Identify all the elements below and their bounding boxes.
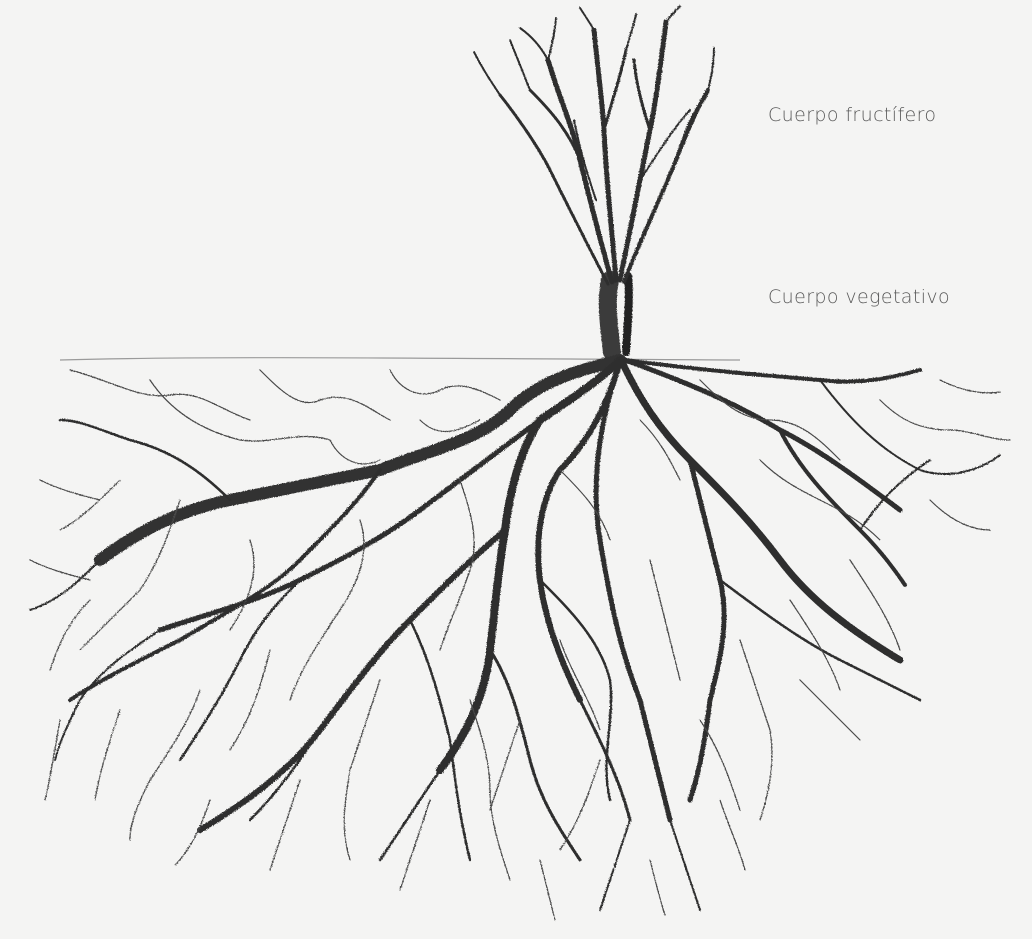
mycelium — [30, 360, 1010, 920]
fruiting-body-label: Cuerpo fructífero — [768, 104, 936, 126]
soil-line — [60, 358, 740, 360]
vegetative-body-label: Cuerpo vegetativo — [768, 286, 950, 308]
fruiting-body — [474, 6, 714, 352]
